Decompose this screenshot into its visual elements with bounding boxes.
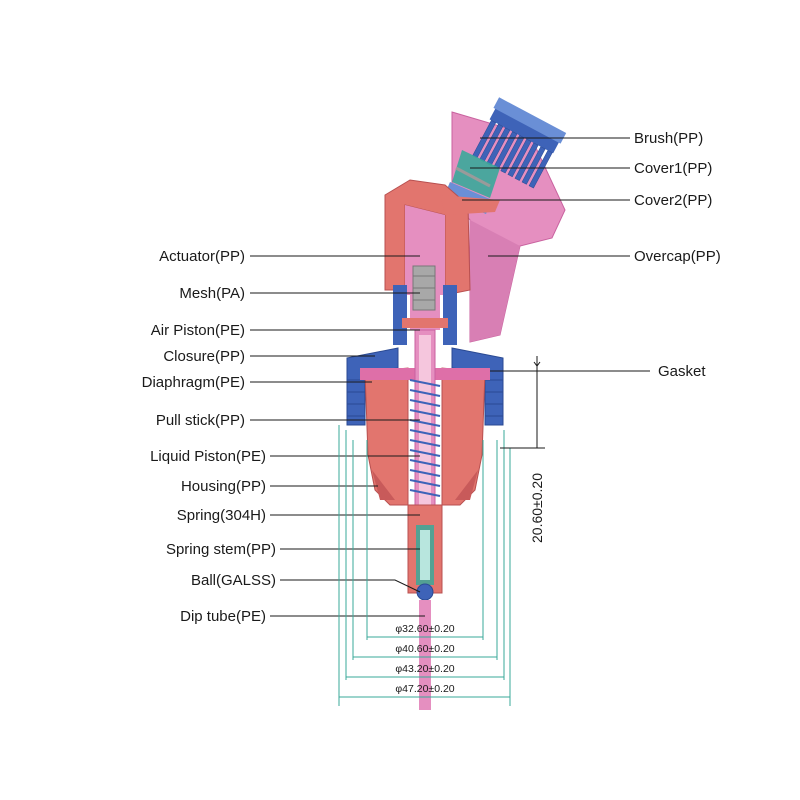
dip-tube-part [419, 600, 431, 710]
label-actuator: Actuator(PP) [159, 248, 245, 265]
label-mesh: Mesh(PA) [179, 285, 245, 302]
dim-43-20: φ43.20±0.20 [395, 663, 454, 675]
dimension-labels: φ32.60±0.20 φ40.60±0.20 φ43.20±0.20 φ47.… [395, 473, 545, 695]
housing-part [360, 367, 490, 506]
part-labels: Brush(PP) Cover1(PP) Cover2(PP) Overcap(… [142, 130, 721, 625]
dim-height-20-60: 20.60±0.20 [529, 473, 545, 543]
dimension-lines [338, 366, 545, 706]
label-housing: Housing(PP) [181, 478, 266, 495]
leader-lines [250, 137, 650, 617]
gasket-marker [533, 356, 541, 367]
dim-40-60: φ40.60±0.20 [395, 643, 454, 655]
label-air-piston: Air Piston(PE) [151, 322, 245, 339]
label-spring: Spring(304H) [177, 507, 266, 524]
label-cover1: Cover1(PP) [634, 160, 712, 177]
label-gasket: Gasket [658, 363, 706, 380]
mesh-part [412, 265, 436, 311]
dim-32-60: φ32.60±0.20 [395, 623, 454, 635]
label-brush: Brush(PP) [634, 130, 703, 147]
dim-47-20: φ47.20±0.20 [395, 683, 454, 695]
label-overcap: Overcap(PP) [634, 248, 721, 265]
label-closure: Closure(PP) [163, 348, 245, 365]
spring-part [409, 379, 441, 497]
label-spring-stem: Spring stem(PP) [166, 541, 276, 558]
label-diaphragm: Diaphragm(PE) [142, 374, 245, 391]
label-liquid-piston: Liquid Piston(PE) [150, 448, 266, 465]
label-cover2: Cover2(PP) [634, 192, 712, 209]
label-pull-stick: Pull stick(PP) [156, 412, 245, 429]
label-dip-tube: Dip tube(PE) [180, 608, 266, 625]
brush-part [472, 97, 567, 189]
label-ball: Ball(GALSS) [191, 572, 276, 589]
